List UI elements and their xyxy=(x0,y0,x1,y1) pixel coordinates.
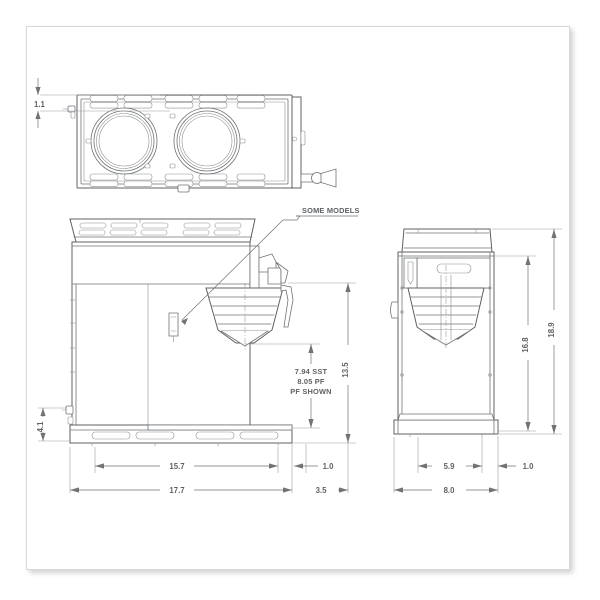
dimension-side-width-handle: 1.0 xyxy=(497,436,535,473)
warmer-plate-left xyxy=(85,107,158,175)
top-view xyxy=(62,94,337,193)
dimension-front-depth-offset: 3.5 xyxy=(316,443,349,495)
dimension-18-9-label: 18.9 xyxy=(547,322,556,338)
dimension-base-height: 4.1 xyxy=(36,407,70,442)
dimension-side-height-body: 16.8 xyxy=(494,255,536,432)
dimension-top-height-label: 1.1 xyxy=(34,100,46,109)
warmer-plate-right xyxy=(169,107,246,175)
dimension-base-height-label: 4.1 xyxy=(36,421,45,433)
side-view xyxy=(390,228,499,438)
brew-funnel-side xyxy=(407,265,485,348)
dimension-side-height-overall: 18.9 xyxy=(492,228,562,435)
dimension-3-5-label: 3.5 xyxy=(316,486,328,495)
dimension-side-1-0-label: 1.0 xyxy=(523,462,535,471)
dimension-front-width-overall: 17.7 xyxy=(69,447,293,495)
dimension-front-height: 13.5 xyxy=(288,282,356,444)
dimension-funnel-height: 7.94 SST 8.05 PF PF SHOWN xyxy=(245,343,332,429)
front-view-base xyxy=(69,424,293,447)
front-view-probe xyxy=(168,312,179,343)
dimension-17-7-label: 17.7 xyxy=(169,486,184,495)
sight-gauge xyxy=(403,257,418,289)
dimension-front-width-body: 15.7 xyxy=(94,447,279,473)
annotation-some-models: SOME MODELS xyxy=(181,206,360,325)
some-models-label: SOME MODELS xyxy=(302,206,360,215)
top-view-spout xyxy=(300,168,337,188)
front-view-faucet xyxy=(249,245,289,289)
funnel-note-line3: PF SHOWN xyxy=(290,387,331,396)
dimension-front-height-label: 13.5 xyxy=(341,362,350,378)
funnel-note-line2: 8.05 PF xyxy=(297,377,325,386)
dimension-side-width-body: 5.9 xyxy=(417,437,483,473)
front-view xyxy=(61,218,294,447)
front-view-left-fittings xyxy=(61,405,74,425)
funnel-note-line1: 7.94 SST xyxy=(295,367,328,376)
dimension-front-width-handle: 1.0 xyxy=(291,444,335,473)
dimension-side-width-overall: 8.0 xyxy=(393,437,499,495)
dimension-front-1-0-label: 1.0 xyxy=(323,462,335,471)
dimension-5-9-label: 5.9 xyxy=(444,462,456,471)
dimension-15-7-label: 15.7 xyxy=(169,462,184,471)
dimension-8-0-label: 8.0 xyxy=(444,486,456,495)
top-view-left-fitting xyxy=(62,105,76,119)
dimension-16-8-label: 16.8 xyxy=(521,337,530,353)
dimension-top-height: 1.1 xyxy=(34,78,170,128)
brew-funnel-front xyxy=(205,283,294,350)
